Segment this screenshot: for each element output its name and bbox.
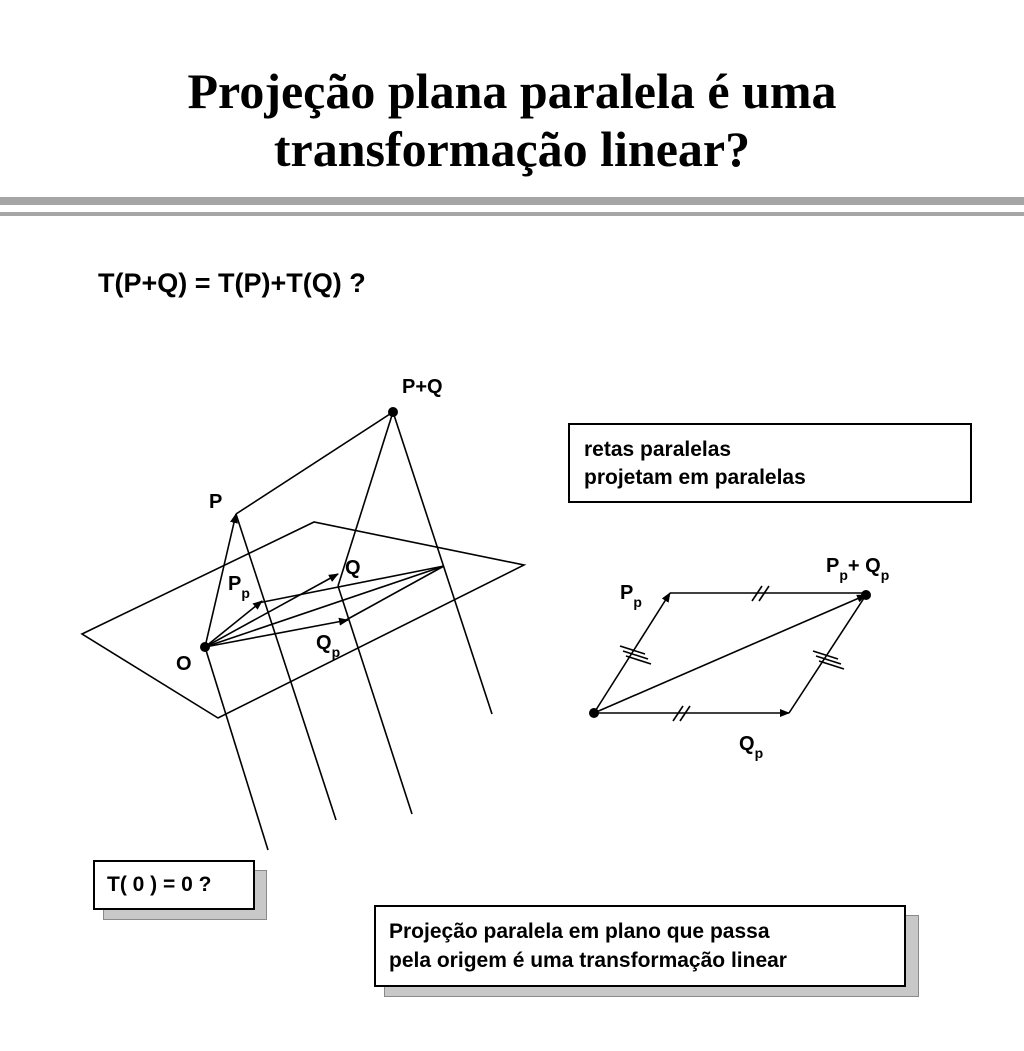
label-right-sum: Pp+ Qp: [826, 555, 889, 583]
label-pq: P+Q: [402, 376, 443, 398]
projector-line-o: [204, 646, 269, 851]
projector-line-p: [235, 513, 337, 821]
title-line-1: Projeção plana paralela é uma: [187, 63, 837, 119]
label-q: Q: [345, 557, 361, 579]
label-p: P: [209, 491, 222, 513]
label-right-qp: Qp: [739, 733, 763, 761]
conclusion-box: Projeção paralela em plano que passa pel…: [374, 905, 906, 987]
vector-p: [204, 513, 238, 648]
conclusion-line-2: pela origem é uma transformação linear: [389, 949, 787, 972]
plane-diagonal: [204, 565, 445, 648]
zero-box-text: T( 0 ) = 0 ?: [107, 873, 212, 896]
tick-marks-double-bottom: [672, 705, 691, 722]
vector-pp: [204, 600, 263, 648]
vector-qp: [204, 617, 349, 648]
label-o: O: [176, 653, 192, 675]
segment-p-to-pq: [235, 411, 394, 515]
point-sum-right: [861, 590, 871, 600]
linearity-question: T(P+Q) = T(P)+T(Q) ?: [98, 268, 366, 298]
plane-segment-qp-sum: [345, 565, 445, 621]
title-line-2: transformação linear?: [273, 121, 751, 177]
parallelogram-side-pp: [593, 592, 671, 714]
title-rule-thick: [0, 197, 1024, 205]
parallelogram-right: [788, 594, 867, 714]
point-pq: [388, 407, 398, 417]
point-o: [200, 642, 210, 652]
vector-q: [204, 573, 339, 648]
projection-plane: [80, 521, 527, 719]
note-line-2: projetam em paralelas: [584, 466, 806, 489]
parallelogram-diagonal: [593, 594, 867, 714]
note-line-1: retas paralelas: [584, 438, 732, 461]
label-right-pp: Pp: [620, 582, 642, 610]
projector-line-pq-a: [392, 411, 493, 715]
title-rule-thin: [0, 212, 1024, 216]
page-title: Projeção plana paralela é uma transforma…: [0, 62, 1024, 178]
zero-box: T( 0 ) = 0 ?: [93, 860, 255, 910]
conclusion-line-1: Projeção paralela em plano que passa: [389, 920, 770, 943]
note-box-parallel-lines: retas paralelas projetam em paralelas: [568, 423, 972, 503]
tick-marks-triple-left: [619, 645, 652, 665]
projector-line-q: [337, 585, 413, 815]
tick-marks-double-top: [751, 585, 770, 602]
point-origin-right: [589, 708, 599, 718]
label-pp: Pp: [228, 573, 250, 601]
plane-segment-pp-sum: [257, 565, 445, 604]
tick-marks-triple-right: [812, 650, 845, 670]
label-qp: Qp: [316, 632, 340, 660]
projector-line-pq-b: [337, 411, 394, 587]
